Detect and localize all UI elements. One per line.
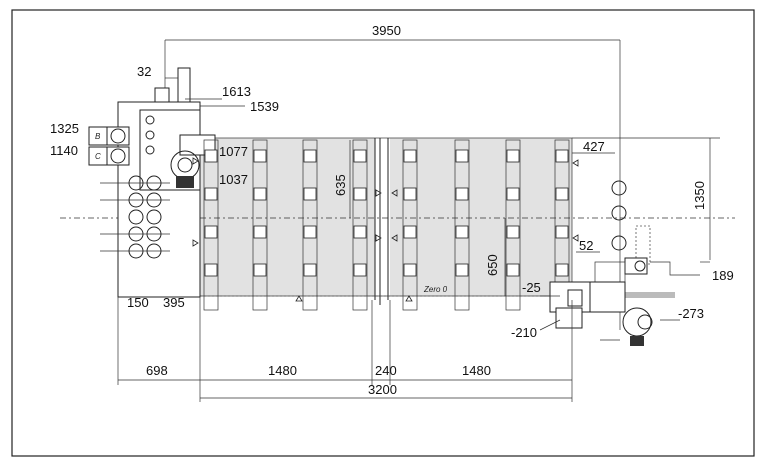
dim-neg210: -210 xyxy=(511,325,537,340)
dim-698: 698 xyxy=(146,363,168,378)
dim-1037: 1037 xyxy=(219,172,248,187)
dim-3200: 3200 xyxy=(368,382,397,397)
dim-1480-right: 1480 xyxy=(462,363,491,378)
tool-magazine-right xyxy=(589,180,700,346)
dim-neg273: -273 xyxy=(678,306,704,321)
drawing-frame xyxy=(11,9,755,457)
tool-magazine-left xyxy=(100,175,170,259)
table-bars xyxy=(203,139,570,311)
dim-395: 395 xyxy=(163,295,185,310)
dim-1140: 1140 xyxy=(50,143,78,158)
dim-1077: 1077 xyxy=(219,144,248,159)
reference-stops xyxy=(192,157,579,302)
work-table-right xyxy=(390,138,572,296)
dim-1613: 1613 xyxy=(222,84,251,99)
dim-52: 52 xyxy=(579,238,593,253)
work-table-left xyxy=(200,138,375,296)
marker-b: B xyxy=(95,132,101,141)
dim-1350: 1350 xyxy=(692,181,707,210)
dim-650: 650 xyxy=(485,254,500,276)
dim-427: 427 xyxy=(583,139,605,154)
zero-label: Zero 0 xyxy=(423,285,448,294)
dim-32: 32 xyxy=(137,64,151,79)
dim-1480-left: 1480 xyxy=(268,363,297,378)
dim-635: 635 xyxy=(333,174,348,196)
marker-c: C xyxy=(95,152,101,161)
dim-3950: 3950 xyxy=(372,23,401,38)
dim-150: 150 xyxy=(127,295,149,310)
dim-1325: 1325 xyxy=(50,121,79,136)
dim-neg25: -25 xyxy=(522,280,541,295)
dim-1539: 1539 xyxy=(250,99,279,114)
dim-189: 189 xyxy=(712,268,734,283)
dim-240: 240 xyxy=(375,363,397,378)
